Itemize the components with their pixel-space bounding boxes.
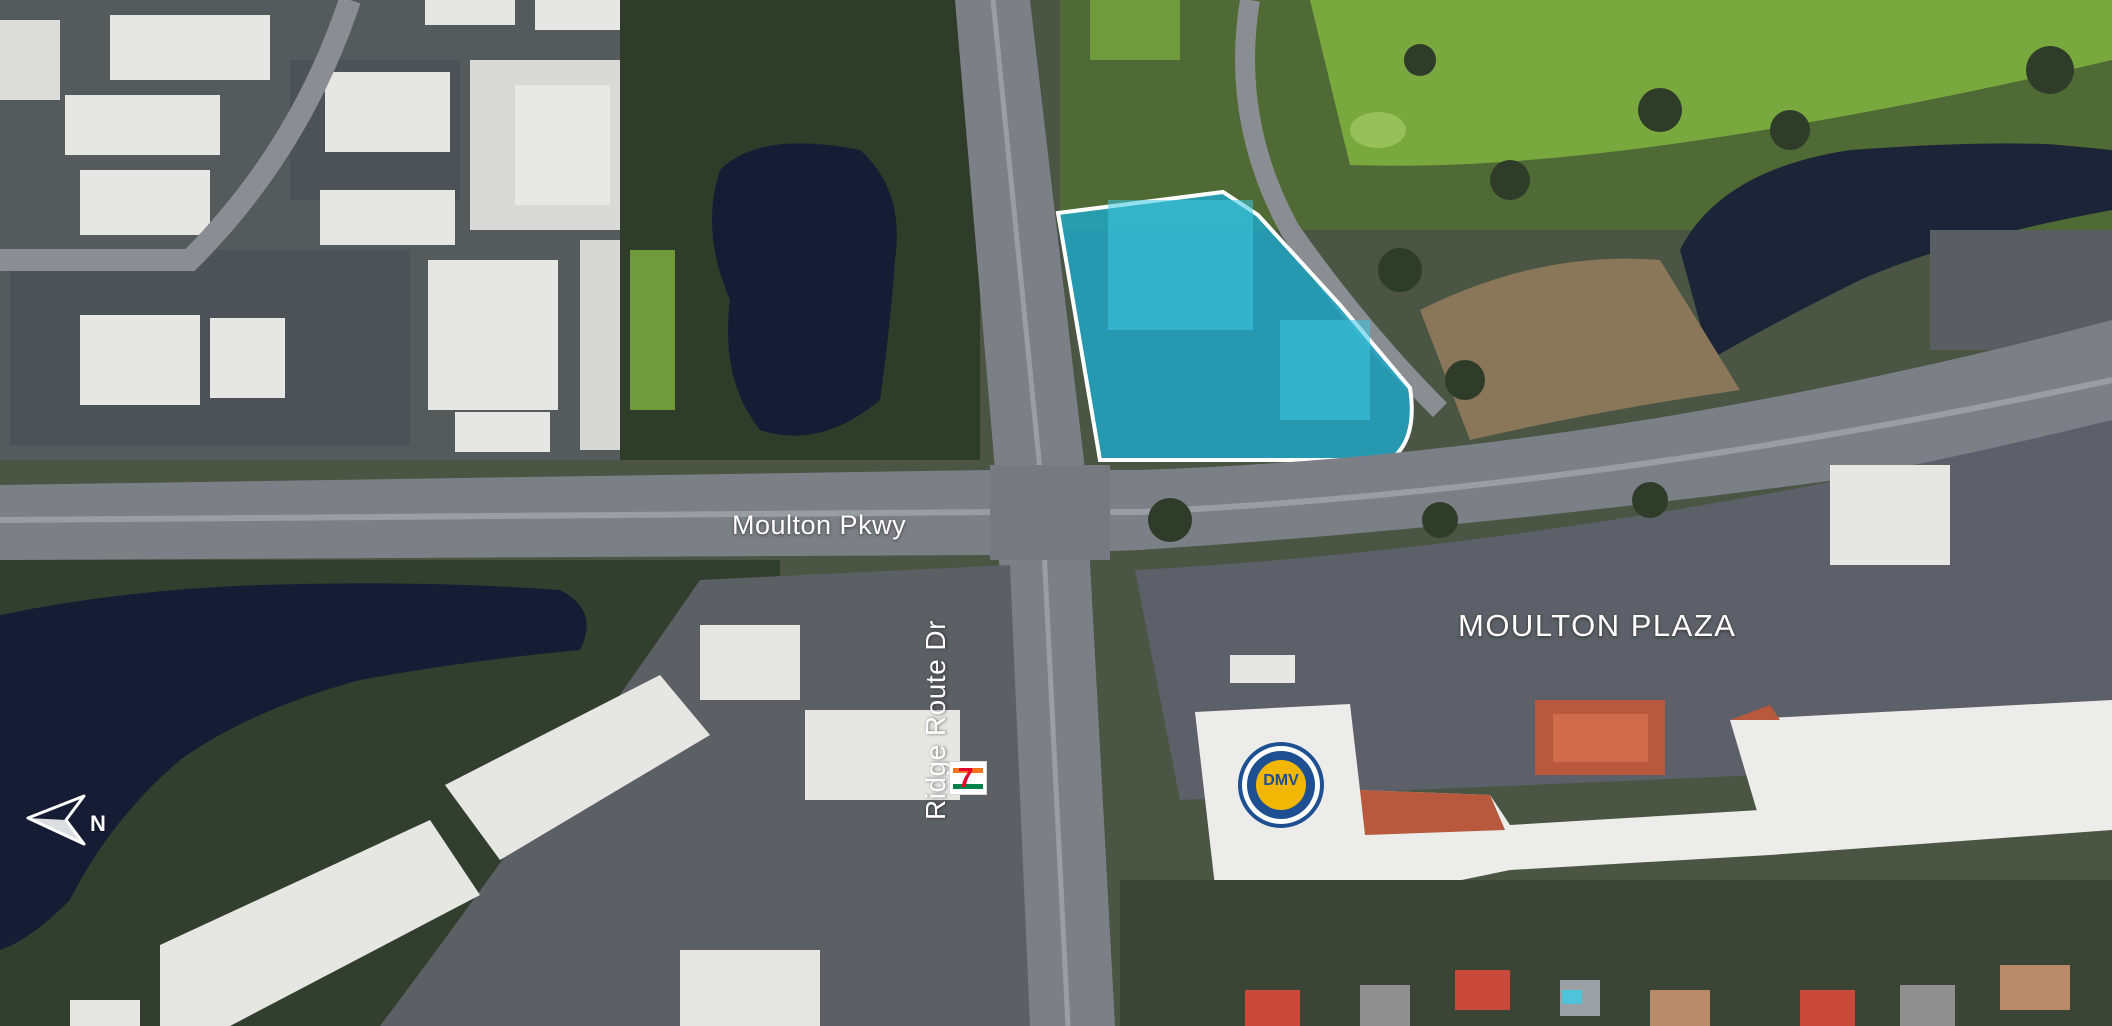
red-roof-building — [1553, 714, 1648, 762]
building — [110, 15, 270, 80]
kiosk-building — [1230, 655, 1295, 683]
compass-north-letter: N — [90, 811, 106, 836]
road-median — [0, 377, 2112, 523]
building — [680, 950, 820, 1026]
seven-eleven-mark: 7 — [958, 762, 974, 793]
grass-strip — [630, 250, 675, 410]
logo-stripe — [953, 768, 983, 773]
tree — [1770, 110, 1810, 150]
intersection — [990, 465, 1110, 560]
tree — [1632, 482, 1668, 518]
tree — [1404, 44, 1436, 76]
building — [210, 318, 285, 398]
building — [1830, 465, 1950, 565]
tree — [1422, 502, 1458, 538]
building — [65, 95, 220, 155]
building — [80, 170, 210, 235]
dmv-logo-center — [1256, 760, 1306, 810]
fairway — [1090, 0, 1180, 60]
dmv-logo: DMV — [1242, 746, 1320, 824]
building — [805, 710, 960, 800]
dirt-lot — [1420, 258, 1740, 440]
moulton-pkwy-label: Moulton Pkwy — [732, 510, 907, 540]
road — [1235, 0, 1448, 418]
building — [455, 412, 550, 452]
building — [515, 85, 610, 205]
moulton-plaza-label: MOULTON PLAZA — [1458, 608, 1737, 643]
logo-stripe — [953, 784, 983, 789]
house — [1455, 970, 1510, 1010]
building — [80, 315, 200, 405]
red-roof-trim — [1730, 705, 1780, 720]
fairway — [1310, 0, 2112, 166]
house — [1800, 990, 1855, 1026]
house — [1900, 985, 1955, 1026]
tree — [1638, 88, 1682, 132]
seven-eleven-logo: 7 — [949, 761, 987, 795]
ridge-route-dr-label: Ridge Route Dr — [920, 620, 951, 820]
site-building — [1108, 200, 1253, 330]
green — [1350, 112, 1406, 148]
lake — [0, 583, 587, 950]
canal — [1680, 143, 2112, 360]
site-building — [1280, 320, 1370, 420]
house — [1650, 990, 1710, 1026]
house — [1245, 990, 1300, 1026]
red-roof-trim — [1360, 790, 1505, 835]
building — [428, 260, 558, 410]
office-park-parking — [380, 565, 1030, 1026]
building — [160, 820, 480, 1026]
dmv-logo-text: DMV — [1263, 772, 1299, 789]
tree — [1378, 248, 1422, 292]
tree — [1148, 498, 1192, 542]
pool — [1562, 990, 1582, 1004]
building — [535, 0, 625, 30]
building — [325, 72, 450, 152]
moulton-pkwy-road — [0, 320, 2112, 560]
road — [0, 0, 361, 271]
building — [445, 675, 710, 860]
plaza-anchor-building — [1730, 700, 2112, 855]
house — [1360, 985, 1410, 1026]
building — [425, 0, 515, 25]
tree — [1490, 160, 1530, 200]
building — [70, 1000, 140, 1026]
building — [0, 20, 60, 100]
building — [700, 625, 800, 700]
tree — [2026, 46, 2074, 94]
tree — [1445, 360, 1485, 400]
house — [2000, 965, 2070, 1010]
building — [320, 190, 455, 245]
pond — [712, 143, 897, 436]
north-arrow-icon — [26, 794, 86, 846]
